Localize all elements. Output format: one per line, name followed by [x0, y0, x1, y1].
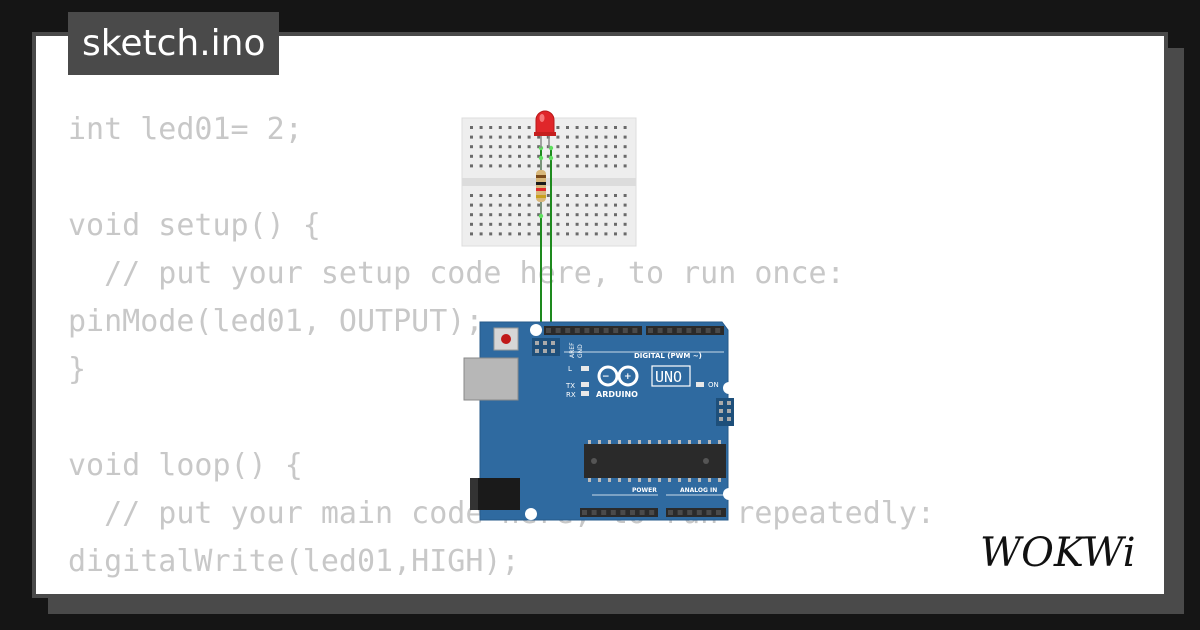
usb-port: [463, 357, 519, 401]
code-line: digitalWrite(led01,HIGH);: [68, 544, 520, 579]
header-digital-label: DIGITAL (PWM ~): [634, 352, 702, 360]
microcontroller-chip: [584, 444, 726, 478]
label-tx: TX: [565, 382, 575, 390]
circuit-diagram: DIGITAL (PWM ~) AREF GND L TX RX − + UNO…: [461, 110, 735, 521]
led-icon[interactable]: [534, 110, 556, 148]
code-line: pinMode(led01, OUTPUT);: [68, 304, 484, 339]
aref-label: AREF: [569, 342, 576, 358]
code-line: void loop() {: [68, 448, 303, 483]
label-rx: RX: [566, 391, 576, 399]
label-on: ON: [708, 381, 719, 389]
reset-button-icon[interactable]: [493, 327, 519, 351]
arduino-uno-board[interactable]: DIGITAL (PWM ~) AREF GND L TX RX − + UNO…: [463, 321, 735, 521]
header-analog-label: ANALOG IN: [680, 487, 717, 494]
wokwi-logo-text: WOKWi: [980, 530, 1136, 576]
code-line: delay(500);: [68, 586, 935, 594]
code-line: // put your setup code here, to run once…: [68, 256, 845, 291]
svg-text:+: +: [624, 372, 632, 382]
file-tab[interactable]: sketch.ino: [68, 12, 280, 75]
code-line: int led01= 2;: [68, 112, 303, 147]
code-line: void setup() {: [68, 208, 321, 243]
resistor-icon[interactable]: [536, 160, 546, 214]
wokwi-logo: WOKWi: [980, 530, 1136, 576]
header-power-label: POWER: [632, 487, 657, 494]
power-jack: [470, 478, 520, 510]
board-model: UNO: [655, 368, 682, 386]
label-l: L: [568, 365, 572, 373]
svg-text:−: −: [602, 372, 610, 382]
arduino-infinity-logo: [597, 365, 639, 387]
gnd-label: GND: [577, 344, 584, 358]
board-brand: ARDUINO: [596, 390, 638, 399]
code-line: }: [68, 352, 87, 387]
